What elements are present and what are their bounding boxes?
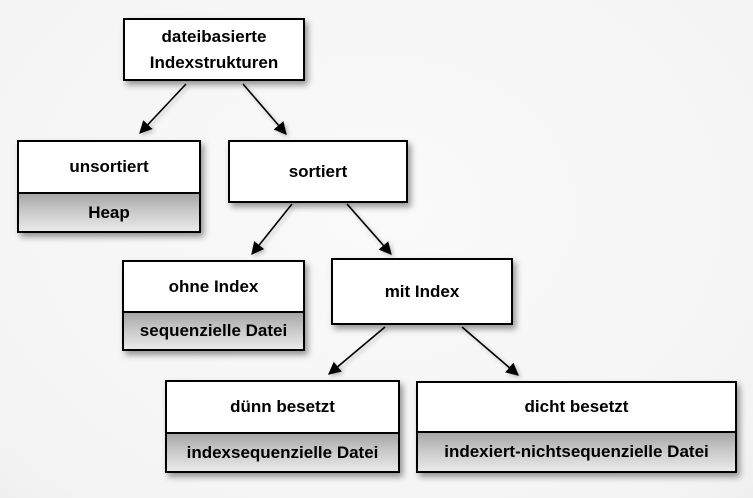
node-label: unsortiert [69, 157, 149, 177]
node-ohne-index: ohne Index sequenzielle Datei [122, 260, 305, 351]
edge-mit-dicht [461, 326, 519, 376]
edge-root-sortiert [242, 83, 287, 135]
node-sublabel: indexiert-nichtsequenzielle Datei [418, 431, 735, 471]
node-sortiert: sortiert [228, 140, 408, 203]
node-label: dünn besetzt [230, 397, 335, 417]
node-duenn-besetzt: dünn besetzt indexsequenzielle Datei [165, 380, 400, 473]
node-label-line2: Indexstrukturen [149, 52, 279, 72]
node-dateibasierte-indexstrukturen: dateibasierte Indexstrukturen [123, 18, 305, 81]
node-sublabel: sequenzielle Datei [124, 311, 303, 349]
node-label: dateibasierte Indexstrukturen [125, 20, 303, 79]
node-sublabel: Heap [19, 192, 199, 231]
node-dicht-besetzt: dicht besetzt indexiert-nichtsequenziell… [416, 381, 737, 473]
node-label: ohne Index [168, 276, 259, 296]
node-unsortiert: unsortiert Heap [17, 140, 201, 233]
edge-root-unsortiert [139, 83, 187, 134]
node-label: dicht besetzt [524, 397, 629, 417]
edge-sortiert-ohne [251, 203, 293, 255]
node-mit-index: mit Index [331, 258, 513, 325]
edge-sortiert-mit [346, 203, 392, 255]
node-label-line1: dateibasierte [161, 27, 267, 46]
node-label: mit Index [384, 281, 460, 301]
edge-mit-duenn [328, 326, 386, 375]
node-sublabel: indexsequenzielle Datei [167, 432, 398, 471]
node-label: sortiert [288, 161, 348, 181]
